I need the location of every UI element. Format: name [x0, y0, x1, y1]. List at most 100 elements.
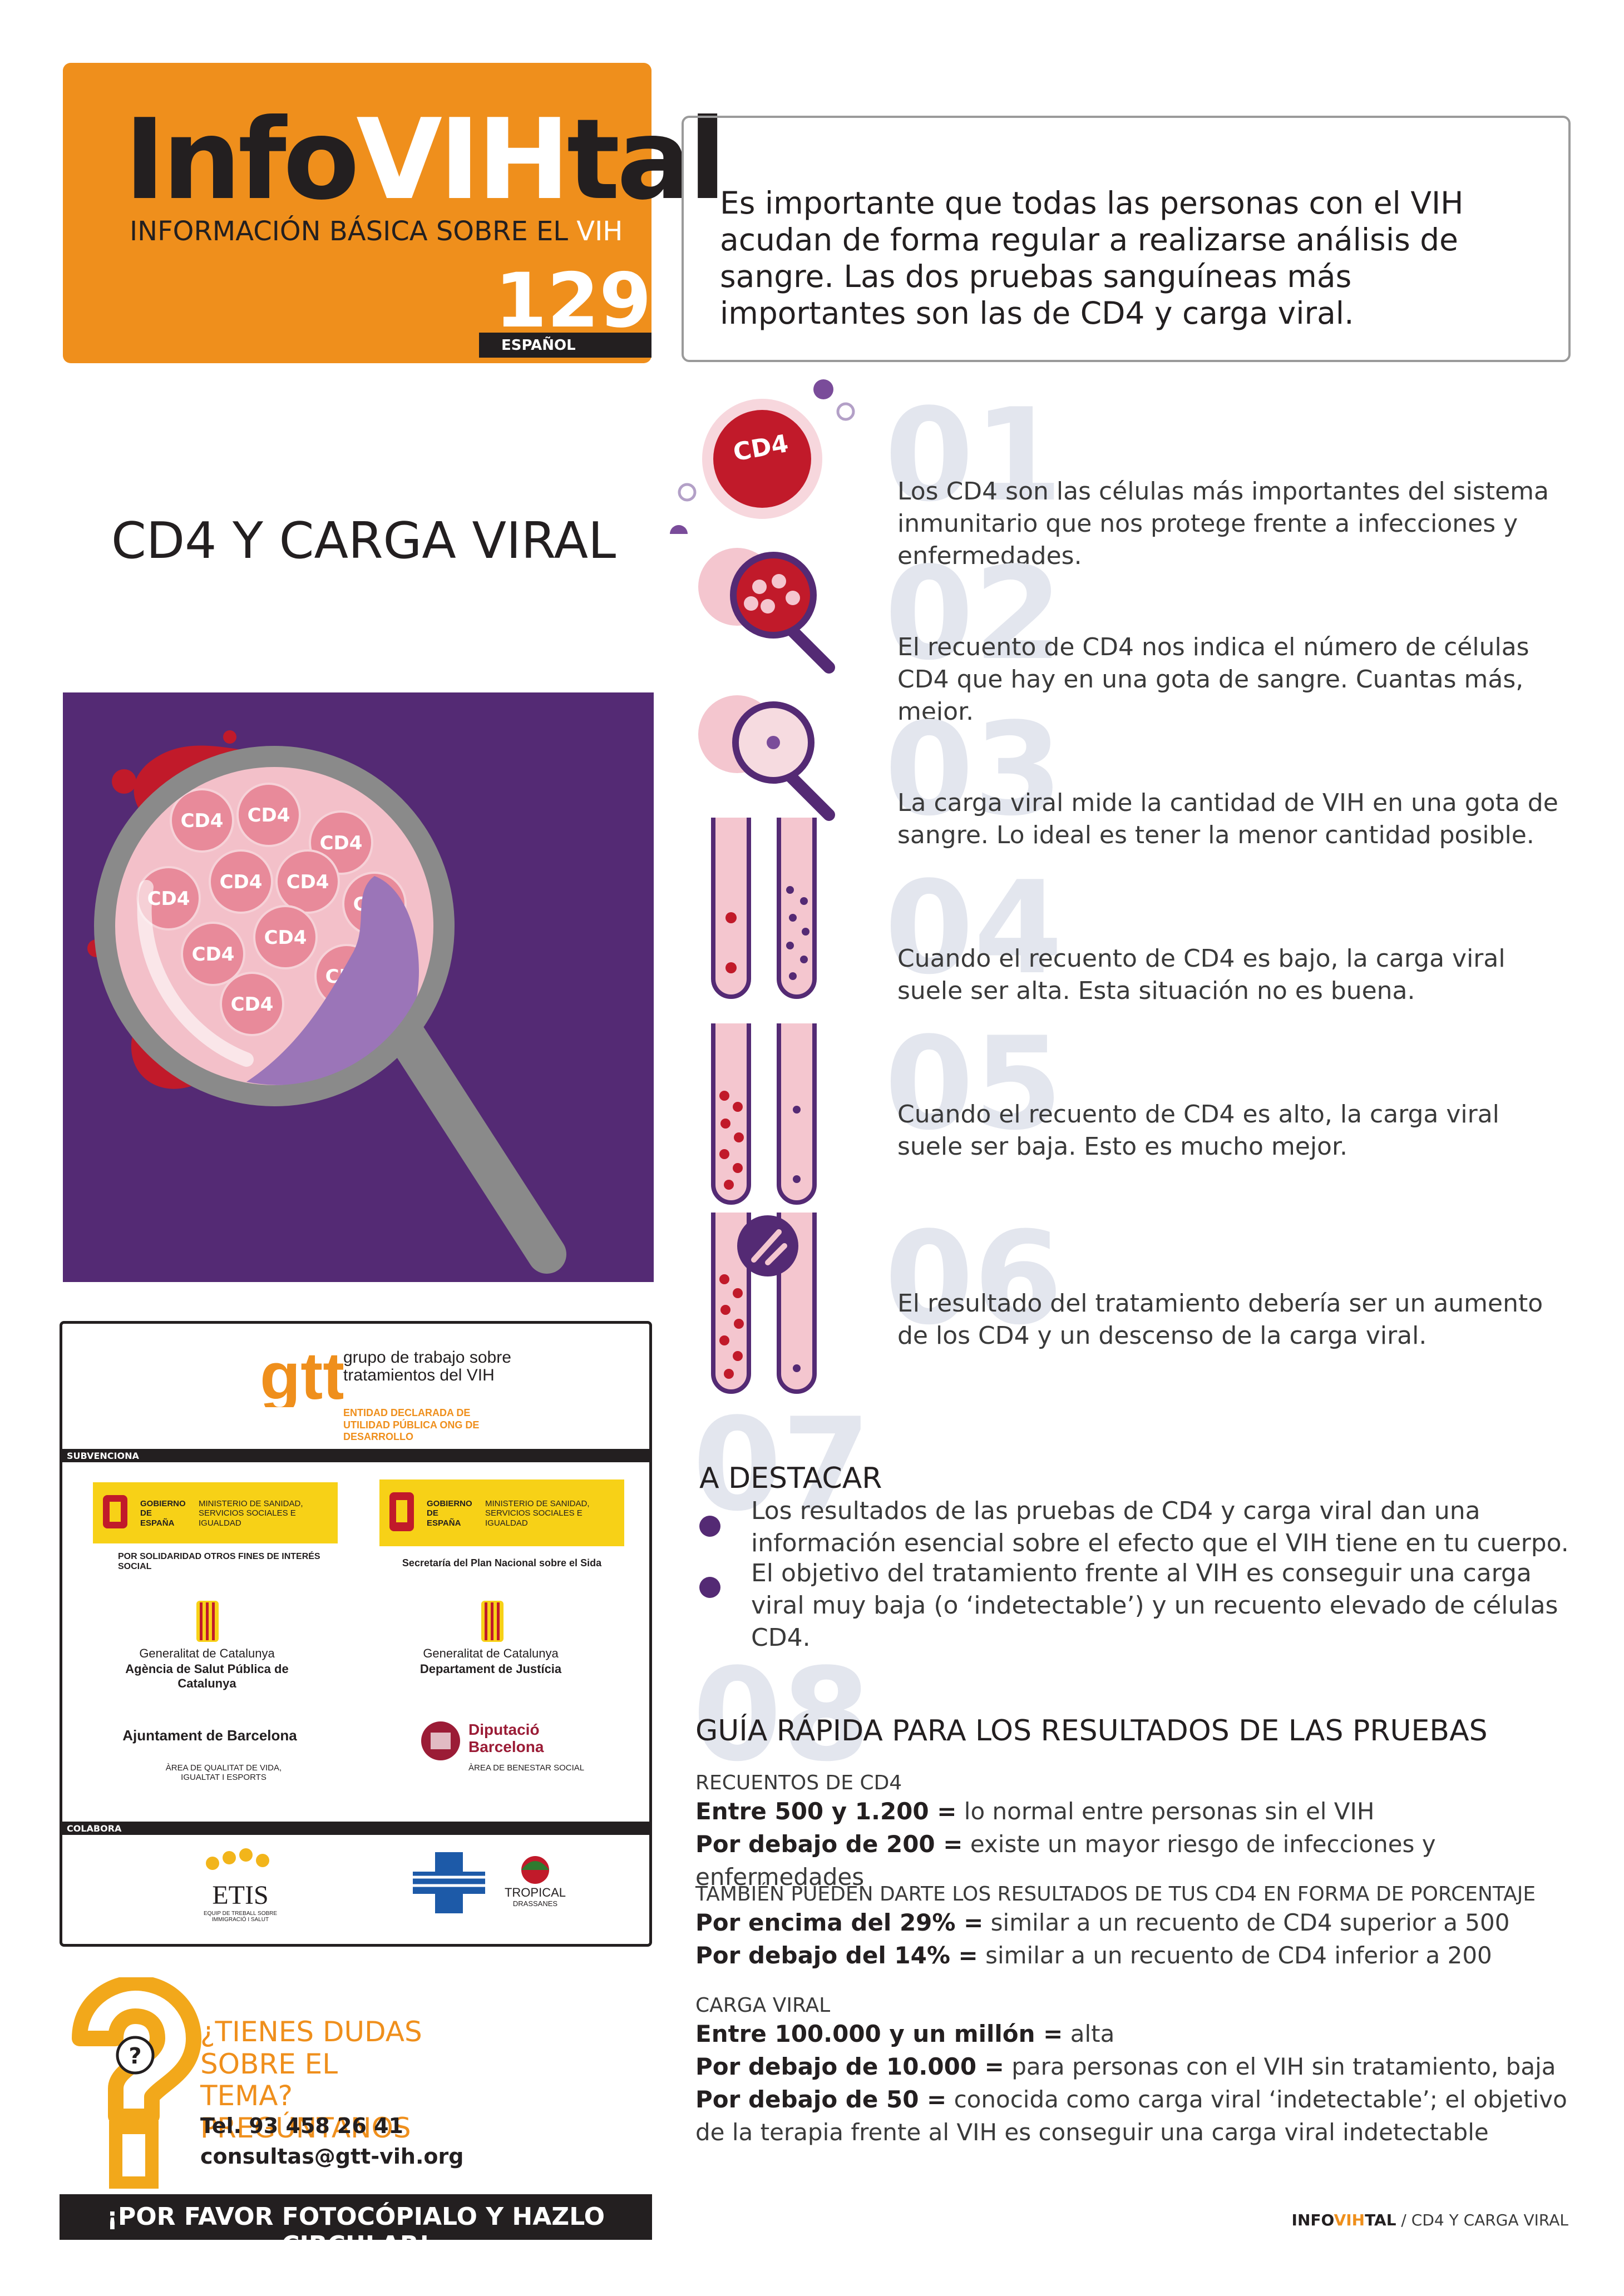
brand-logo: InfoVIHtal [124, 95, 727, 225]
tropical-sun-icon [521, 1856, 549, 1884]
cd4-cell-icon: CD4 [670, 379, 855, 534]
guide-line: Por debajo de 200 = existe un mayor ries… [695, 1830, 1436, 1891]
etis-people-icon [206, 1848, 269, 1870]
cd4-cell-label: CD4 [320, 832, 363, 854]
cd4-cell [209, 849, 273, 914]
cd4-cell-label: CD4 [147, 888, 190, 910]
step-number: 04 [885, 854, 1063, 1003]
cd4-cell-label: CD4 [192, 943, 235, 966]
bullet-dot [699, 1577, 720, 1598]
step-1-text: Los CD4 son las células más importantes … [897, 477, 1549, 571]
magnifier-virus-icon [698, 695, 835, 821]
guide-section-heading: TAMBIÉN PUEDEN DARTE LOS RESULTADOS DE T… [695, 1883, 1536, 1906]
intro-box: Es importante que todas las personas con… [682, 116, 1571, 362]
help-question: ¿TIENES DUDAS SOBRE EL TEMA? PREGÚNTANOS [200, 2016, 422, 2144]
gobierno-note-2: Secretaría del Plan Nacional sobre el Si… [402, 1557, 602, 1568]
colabora-band: COLABORA [62, 1822, 649, 1835]
step-number: 02 [885, 540, 1063, 689]
coat-of-arms-icon [389, 1492, 414, 1531]
etis-name: ETIS [212, 1881, 269, 1910]
step-number: 06 [885, 1205, 1063, 1353]
gobierno-logo-2: GOBIERNO DE ESPAÑA MINISTERIO DE SANIDAD… [379, 1479, 624, 1546]
cd4-cell-label: CD4 [287, 871, 329, 893]
cd4-cell-label: CD4 [181, 810, 224, 832]
section-number: 08 [693, 1641, 871, 1790]
ajuntament-name: Ajuntament de Barcelona [122, 1727, 297, 1744]
test-tubes-low-cd4-icon [711, 818, 817, 999]
bullet-dot [699, 1516, 720, 1537]
tropical-name: TROPICAL [504, 1886, 566, 1899]
cd4-cell [136, 866, 201, 931]
diputacio-area: ÀREA DE BENESTAR SOCIAL [468, 1763, 585, 1773]
guide-line: Entre 100.000 y un millón = alta [695, 2020, 1115, 2047]
guide-line: Por encima del 29% = similar a un recuen… [695, 1909, 1510, 1936]
destacar-item: El objetivo del tratamiento frente al VI… [751, 1559, 1558, 1652]
question-maze-icon: ? [72, 1977, 201, 2189]
gtt-tagline: ENTIDAD DECLARADA DE UTILIDAD PÚBLICA ON… [343, 1407, 480, 1443]
help-phone[interactable]: Tel. 93 458 26 41 [200, 2114, 403, 2138]
guide-line: Por debajo de 10.000 = para personas con… [695, 2053, 1556, 2080]
destacar-item: Los resultados de las pruebas de CD4 y c… [751, 1497, 1569, 1558]
step-number: 01 [885, 382, 1063, 530]
gencat-1-a: Generalitat de Catalunya [139, 1646, 275, 1660]
gobierno-logo-1: GOBIERNO DE ESPAÑA MINISTERIO DE SANIDAD… [93, 1482, 338, 1543]
gencat-2-b: Departament de Justícia [419, 1662, 562, 1676]
cd4-cell [236, 783, 301, 847]
page-title: CD4 Y CARGA VIRAL [111, 512, 616, 570]
gencat-2-a: Generalitat de Catalunya [423, 1646, 559, 1660]
diputacio-name: Diputació Barcelona [468, 1721, 544, 1755]
magnifier-cells-icon [698, 548, 835, 674]
guide-section-heading: RECUENTOS DE CD4 [695, 1772, 902, 1794]
test-tubes-treatment-icon [711, 1213, 817, 1394]
guide-line: Por debajo del 14% = similar a un recuen… [695, 1942, 1492, 1969]
cd4-cell-label: CD4 [231, 993, 274, 1016]
tropical-sub: DRASSANES [512, 1899, 558, 1908]
cta-banner: ¡POR FAVOR FOTOCÓPIALO Y HAZLO CIRCULAR! [60, 2194, 652, 2259]
svg-text:?: ? [129, 2043, 141, 2069]
magnifier-icon: CD4CD4CD4CD4CD4CD4CD4CD4CD4CD4CD4 [87, 730, 566, 1274]
cd4-cell-label: CD4 [264, 927, 307, 949]
cd4-cell-label: CD4 [220, 871, 263, 893]
test-tubes-high-cd4-icon [711, 1023, 817, 1205]
brand-subtitle: INFORMACIÓN BÁSICA SOBRE EL VIH [130, 216, 623, 247]
language-label: ESPAÑOL [479, 333, 651, 358]
gobierno-note-1: POR SOLIDARIDAD OTROS FINES DE INTERÉS S… [118, 1552, 320, 1571]
guide-title: GUÍA RÁPIDA PARA LOS RESULTADOS DE LAS P… [695, 1714, 1488, 1748]
destacar-title: A DESTACAR [699, 1462, 882, 1495]
cd4-cell [170, 788, 234, 853]
step-number: 03 [885, 696, 1063, 844]
cd4-cell [220, 972, 284, 1036]
gencat-shield-icon [481, 1601, 504, 1642]
gtt-mark: gtt [260, 1346, 343, 1407]
issue-number: 129 [495, 257, 651, 344]
gencat-1-b: Agència de Salut Pública de Catalunya [125, 1662, 289, 1690]
step-3-text: La carga viral mide la cantidad de VIH e… [897, 789, 1558, 850]
cd4-cell [275, 849, 340, 914]
guide-line: Por debajo de 50 = conocida como carga v… [695, 2086, 1567, 2146]
cd4-cell [181, 922, 245, 986]
step-6-text: El resultado del tratamiento debería ser… [897, 1289, 1543, 1350]
cd4-cell-label: CD4 [248, 804, 290, 827]
gtt-name: grupo de trabajo sobre tratamientos del … [343, 1348, 511, 1384]
magnifier-illustration: CD4CD4CD4CD4CD4CD4CD4CD4CD4CD4CD4 [63, 692, 654, 1282]
help-email[interactable]: consultas@gtt-vih.org [200, 2144, 464, 2169]
page-footer: INFOVIHTAL / CD4 Y CARGA VIRAL [1291, 2211, 1568, 2229]
medical-cross-icon [413, 1852, 485, 1913]
cd4-cell [253, 905, 318, 969]
guide-line: Entre 500 y 1.200 = lo normal entre pers… [695, 1798, 1375, 1825]
gtt-logo-mark: gtt [260, 1346, 343, 1407]
step-number: 05 [885, 1010, 1063, 1159]
step-2-text: El recuento de CD4 nos indica el número … [897, 633, 1529, 726]
section-number: 07 [693, 1391, 871, 1540]
coat-of-arms-icon [103, 1495, 127, 1528]
intro-text: Es importante que todas las personas con… [720, 185, 1464, 331]
header-banner: InfoVIHtal INFORMACIÓN BÁSICA SOBRE EL V… [63, 63, 727, 363]
subvenciona-band: SUBVENCIONA [62, 1449, 649, 1462]
step-5-text: Cuando el recuento de CD4 es alto, la ca… [897, 1100, 1499, 1161]
etis-sub: EQUIP DE TREBALL SOBRE IMMIGRACIÓ I SALU… [203, 1911, 278, 1923]
step-4-text: Cuando el recuento de CD4 es bajo, la ca… [897, 944, 1505, 1006]
diputacio-icon [421, 1721, 460, 1760]
gencat-shield-icon [196, 1601, 219, 1642]
sponsors-panel: gtt grupo de trabajo sobre tratamientos … [60, 1321, 652, 1947]
guide-section-heading: CARGA VIRAL [695, 1994, 831, 2017]
